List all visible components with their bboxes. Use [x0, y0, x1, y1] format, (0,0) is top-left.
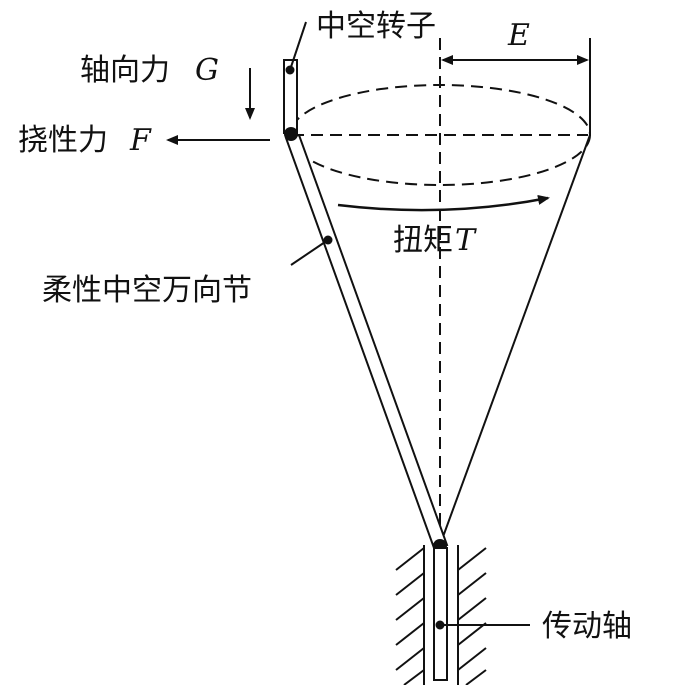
flex-force-symbol: F: [129, 123, 152, 158]
left-housing-hatch: [395, 545, 425, 685]
flex-force-label: 挠性力: [18, 123, 108, 158]
drive-shaft-label: 传动轴: [542, 609, 632, 644]
top-pivot: [284, 127, 298, 141]
axial-force-label: 轴向力: [80, 53, 170, 88]
shaft-body: [433, 547, 448, 681]
axial-force: 轴向力 G: [80, 53, 255, 120]
torque-symbol: T: [455, 223, 477, 258]
cone-right-edge: [439, 134, 591, 546]
flex-joint-rod: 柔性中空万向节: [42, 127, 449, 553]
e-label: E: [507, 18, 530, 53]
flex-joint-label: 柔性中空万向节: [42, 273, 252, 308]
flex-force: 挠性力 F: [18, 123, 270, 158]
torque-arrow: [337, 194, 550, 212]
drive-shaft: 传动轴: [395, 545, 632, 685]
rotor-leader-line: [289, 21, 307, 71]
eccentricity-dimension: E: [441, 18, 591, 135]
hollow-rotor-label: 中空转子: [316, 9, 436, 44]
right-housing-hatch: [457, 545, 487, 685]
hollow-rotor: 中空转子: [283, 9, 436, 134]
torque: 扭矩 T: [337, 194, 550, 258]
torque-label: 扭矩: [393, 223, 453, 258]
rod-leader-line: [290, 239, 329, 266]
axial-force-symbol: G: [195, 53, 219, 88]
